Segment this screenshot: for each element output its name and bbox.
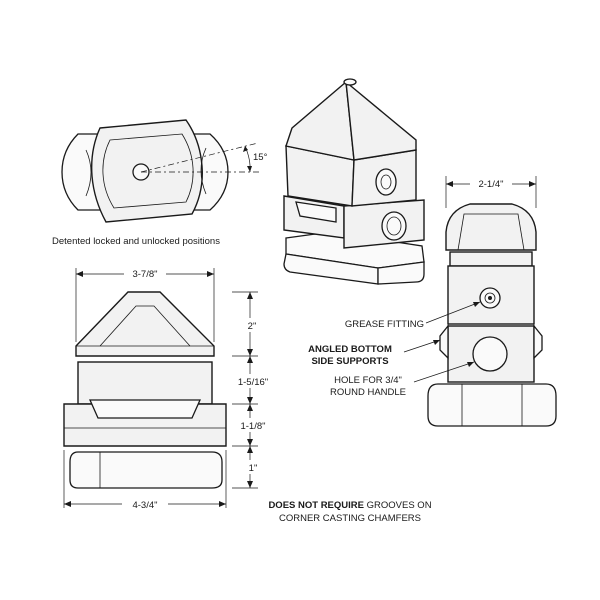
top-view: 15° Detented locked and unlocked positio… — [52, 119, 268, 247]
iso-grease-hole-inner — [380, 174, 392, 190]
front-width-bottom-label: 4-3/4" — [132, 500, 157, 511]
front-height-base-label: 1" — [249, 463, 258, 474]
label-bg-bottom-width — [122, 497, 168, 511]
callout-supports-line1: ANGLED BOTTOM — [308, 344, 392, 355]
arrow-v-3 — [247, 356, 253, 363]
side-handle-hole — [472, 336, 508, 372]
callout-hole-line2: ROUND HANDLE — [330, 387, 406, 398]
iso-cone-front — [285, 80, 355, 161]
side-neck — [449, 251, 533, 267]
leader-grease — [425, 301, 481, 324]
arrow-bottom-left — [64, 501, 71, 507]
isometric-view — [283, 78, 425, 285]
angle-label: 15° — [253, 152, 268, 163]
top-view-inner-outline — [102, 133, 194, 209]
arrow-top-left — [76, 271, 83, 277]
arrow-bottom-right — [219, 501, 226, 507]
label-bg-side-width — [470, 176, 512, 190]
callout-grease-fitting: GREASE FITTING — [345, 319, 424, 330]
note: DOES NOT REQUIRE GROOVES ON CORNER CASTI… — [268, 500, 431, 524]
label-bg-h1 — [243, 318, 261, 332]
angle-arrow-top — [243, 146, 248, 152]
label-bg-top-width — [124, 266, 166, 280]
note-line2: CORNER CASTING CHAMFERS — [279, 513, 421, 524]
label-bg-h2 — [232, 374, 274, 388]
arrow-v-5 — [247, 404, 253, 411]
side-view: 2-1/4" GREASE FITTING ANGLED BOTTOM SIDE — [308, 176, 557, 427]
iso-base-front — [283, 253, 379, 285]
side-grease-fitting-inner — [484, 292, 496, 304]
arrow-v-2 — [247, 349, 253, 356]
callout-hole-line1: HOLE FOR 3/4" — [334, 375, 402, 386]
arrow-v-1 — [247, 292, 253, 299]
label-bg-h3 — [234, 418, 272, 432]
side-grease-nipple — [488, 296, 492, 300]
front-width-top-label: 3-7/8" — [132, 269, 157, 280]
front-view: 3-7/8" 4-3/4" 2" 1-5/16" 1-1/8" 1" — [63, 266, 274, 511]
arrow-v-6 — [247, 439, 253, 446]
side-cone-inner — [457, 213, 525, 251]
iso-base-side — [377, 261, 425, 285]
iso-cone-ridge — [345, 81, 355, 161]
note-line1: DOES NOT REQUIRE GROOVES ON — [268, 500, 431, 511]
front-cone-inner — [99, 305, 191, 347]
arrow-v-8 — [247, 481, 253, 488]
angle-arrow-bottom — [247, 166, 252, 172]
top-view-caption: Detented locked and unlocked positions — [52, 236, 220, 247]
iso-angled-support — [295, 201, 337, 223]
side-cone — [445, 203, 537, 251]
front-base — [69, 451, 223, 489]
arrow-top-right — [207, 271, 214, 277]
arrow-side-right — [529, 181, 536, 187]
note-rest: GROOVES ON — [364, 500, 432, 511]
iso-handle-hole-inner — [386, 216, 402, 236]
top-view-concave-right — [200, 147, 207, 195]
leader-supports-arrow — [433, 340, 440, 345]
leader-hole-arrow — [467, 362, 474, 367]
front-mid-block — [77, 361, 213, 405]
leader-hole — [413, 361, 475, 383]
front-angled-support — [88, 399, 202, 419]
callout-supports-line2: SIDE SUPPORTS — [311, 356, 388, 367]
top-view-concave-left — [85, 149, 92, 197]
arrow-v-4 — [247, 397, 253, 404]
side-base — [427, 383, 557, 427]
side-support-right — [533, 324, 543, 360]
iso-cone-tip — [343, 78, 357, 86]
arrow-v-7 — [247, 446, 253, 453]
side-support-left — [439, 324, 449, 360]
iso-handle-hole — [381, 211, 407, 241]
front-height-cone-label: 2" — [248, 321, 257, 332]
leader-grease-arrow — [473, 302, 480, 307]
front-height-mid-label: 1-5/16" — [238, 377, 268, 388]
iso-cone-side — [345, 80, 417, 161]
arrow-side-left — [446, 181, 453, 187]
label-bg-h4 — [245, 460, 261, 474]
iso-grease-hole — [375, 168, 397, 196]
note-bold: DOES NOT REQUIRE — [268, 500, 364, 511]
side-width-label: 2-1/4" — [478, 179, 503, 190]
front-height-flange-label: 1-1/8" — [240, 421, 265, 432]
top-view-angle-line — [140, 142, 259, 173]
